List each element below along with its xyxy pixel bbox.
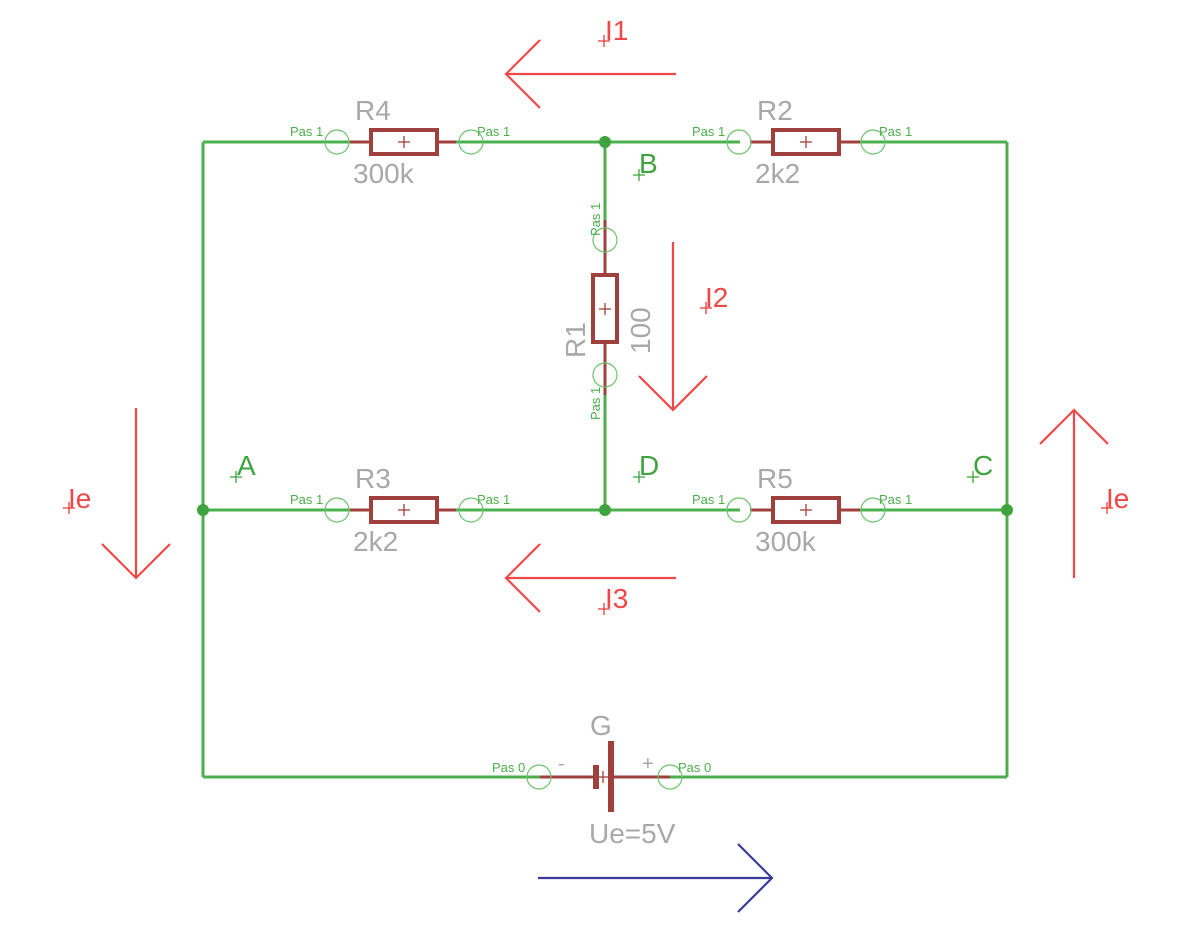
component-name: R4 bbox=[355, 95, 391, 126]
polarity-plus: + bbox=[642, 753, 654, 775]
resistor-r3[interactable]: Pas 1 Pas 1 R3 2k2 bbox=[290, 463, 510, 557]
component-value: 2k2 bbox=[755, 158, 800, 189]
voltage-arrow bbox=[538, 843, 774, 913]
node-label: C bbox=[973, 450, 993, 481]
pin-circle bbox=[324, 129, 350, 155]
node-label: B bbox=[639, 148, 658, 179]
component-name: R3 bbox=[355, 463, 391, 494]
pin-label: Pas 1 bbox=[879, 492, 912, 507]
pin-label: Pas 1 bbox=[588, 387, 603, 420]
wires bbox=[201, 140, 1009, 779]
pin-circle bbox=[592, 227, 618, 253]
pin-circle bbox=[526, 764, 552, 790]
component-value: 2k2 bbox=[353, 526, 398, 557]
pin-circle bbox=[860, 129, 886, 155]
current-ie-right: Ie bbox=[1039, 408, 1129, 578]
current-i3: I3 bbox=[504, 543, 676, 615]
resistor-r5[interactable]: Pas 1 Pas 1 R5 300k bbox=[692, 463, 912, 557]
pin-circle bbox=[324, 497, 350, 523]
current-label: I1 bbox=[605, 15, 628, 46]
component-value: 300k bbox=[755, 526, 817, 557]
node-a: A bbox=[230, 450, 256, 483]
current-arrows: I1 I2 I3 Ie Ie bbox=[63, 15, 1129, 615]
current-label: Ie bbox=[1106, 483, 1129, 514]
current-i1: I1 bbox=[504, 15, 676, 109]
pin-label: Pas 1 bbox=[692, 124, 725, 139]
resistor-body bbox=[771, 496, 841, 524]
pin-label: Pas 1 bbox=[588, 203, 603, 236]
current-i2: I2 bbox=[638, 242, 728, 412]
voltage-source-g[interactable]: Pas 0 Pas 0 - + G Ue=5V bbox=[492, 710, 711, 849]
component-value: Ue=5V bbox=[589, 818, 676, 849]
pin-circle bbox=[657, 764, 683, 790]
resistor-r4[interactable]: Pas 1 Pas 1 R4 300k bbox=[290, 95, 510, 189]
junction-c bbox=[1001, 504, 1013, 516]
resistor-body bbox=[369, 496, 439, 524]
pin-label: Pas 1 bbox=[477, 124, 510, 139]
component-value: 100 bbox=[625, 307, 656, 354]
current-label: Ie bbox=[68, 483, 91, 514]
pin-label: Pas 0 bbox=[492, 760, 525, 775]
resistor-body bbox=[771, 128, 841, 156]
component-name: R5 bbox=[757, 463, 793, 494]
junction-a bbox=[197, 504, 209, 516]
current-label: I2 bbox=[705, 282, 728, 313]
pin-circle bbox=[726, 497, 752, 523]
down-arrow-icon bbox=[638, 375, 708, 412]
up-arrow-icon bbox=[1039, 408, 1109, 445]
current-label: I3 bbox=[605, 583, 628, 614]
pin-label: Pas 1 bbox=[290, 124, 323, 139]
pin-label: Pas 1 bbox=[477, 492, 510, 507]
junctions bbox=[197, 136, 1013, 516]
polarity-minus: - bbox=[558, 753, 565, 775]
pin-label: Pas 1 bbox=[879, 124, 912, 139]
node-labels: A B D C bbox=[230, 148, 993, 483]
resistor-body bbox=[369, 128, 439, 156]
pin-label: Pas 1 bbox=[692, 492, 725, 507]
current-ie-left: Ie bbox=[63, 408, 171, 580]
component-name: R1 bbox=[560, 322, 591, 358]
pin-circle bbox=[592, 362, 618, 388]
pin-circle bbox=[860, 497, 886, 523]
node-d: D bbox=[633, 450, 659, 483]
component-name: G bbox=[590, 710, 612, 741]
component-value: 300k bbox=[353, 158, 415, 189]
node-c: C bbox=[967, 450, 993, 483]
node-label: A bbox=[237, 450, 256, 481]
junction-b bbox=[599, 136, 611, 148]
pin-label: Pas 0 bbox=[678, 760, 711, 775]
resistor-body bbox=[591, 273, 619, 344]
junction-d bbox=[599, 504, 611, 516]
pin-circle bbox=[458, 497, 484, 523]
component-name: R2 bbox=[757, 95, 793, 126]
pin-circle bbox=[726, 129, 752, 155]
pin-label: Pas 1 bbox=[290, 492, 323, 507]
node-label: D bbox=[639, 450, 659, 481]
right-arrow-icon bbox=[737, 843, 774, 913]
down-arrow-icon bbox=[101, 543, 171, 580]
pin-circle bbox=[458, 129, 484, 155]
resistor-r1[interactable]: Pas 1 Pas 1 R1 100 bbox=[560, 203, 656, 420]
node-b: B bbox=[633, 148, 658, 181]
resistor-r2[interactable]: Pas 1 Pas 1 R2 2k2 bbox=[692, 95, 912, 189]
